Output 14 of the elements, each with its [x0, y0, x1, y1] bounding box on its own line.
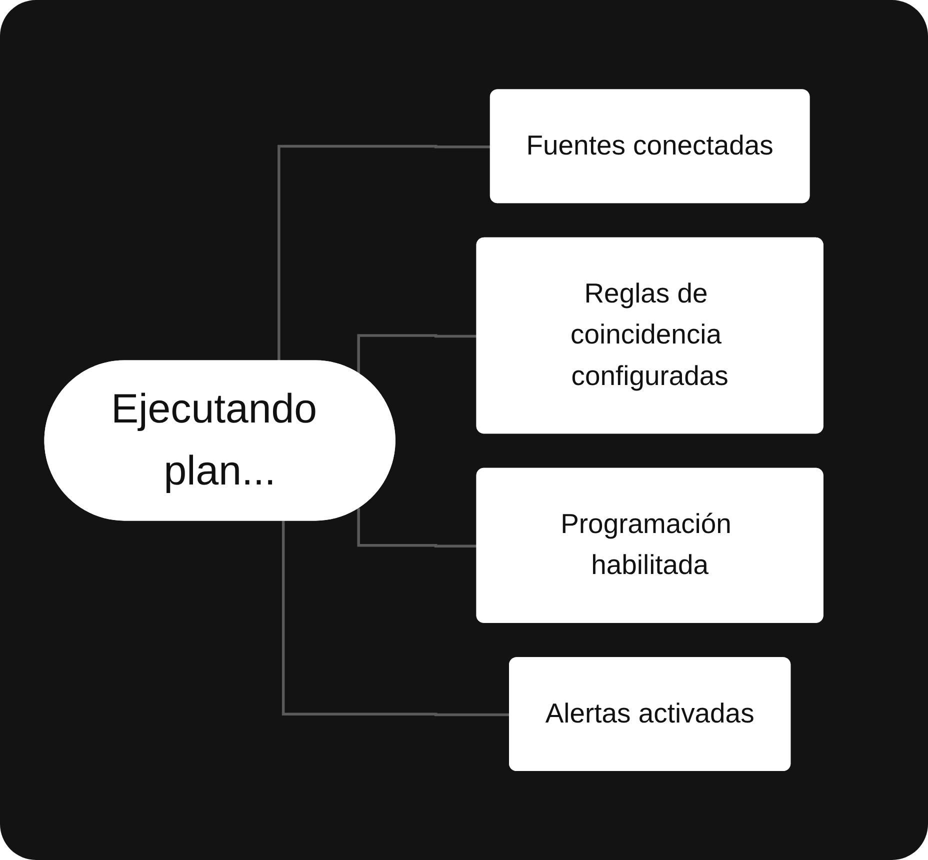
status-pill [44, 360, 396, 521]
connector-line [282, 520, 510, 716]
step-card [476, 468, 824, 623]
step-label: Fuentes conectadas [526, 130, 774, 164]
step-card [509, 657, 791, 771]
connector-line [357, 508, 478, 548]
step-label: Reglas de coincidencia configuradas [570, 278, 730, 394]
step-label: Programación habilitada [560, 508, 732, 583]
step-card [490, 89, 810, 203]
connector-line [278, 144, 492, 362]
connector-line [357, 334, 478, 374]
step-label: Alertas activadas [545, 698, 754, 732]
status-text: Ejecutando plan... [110, 386, 318, 496]
step-card [476, 237, 824, 434]
